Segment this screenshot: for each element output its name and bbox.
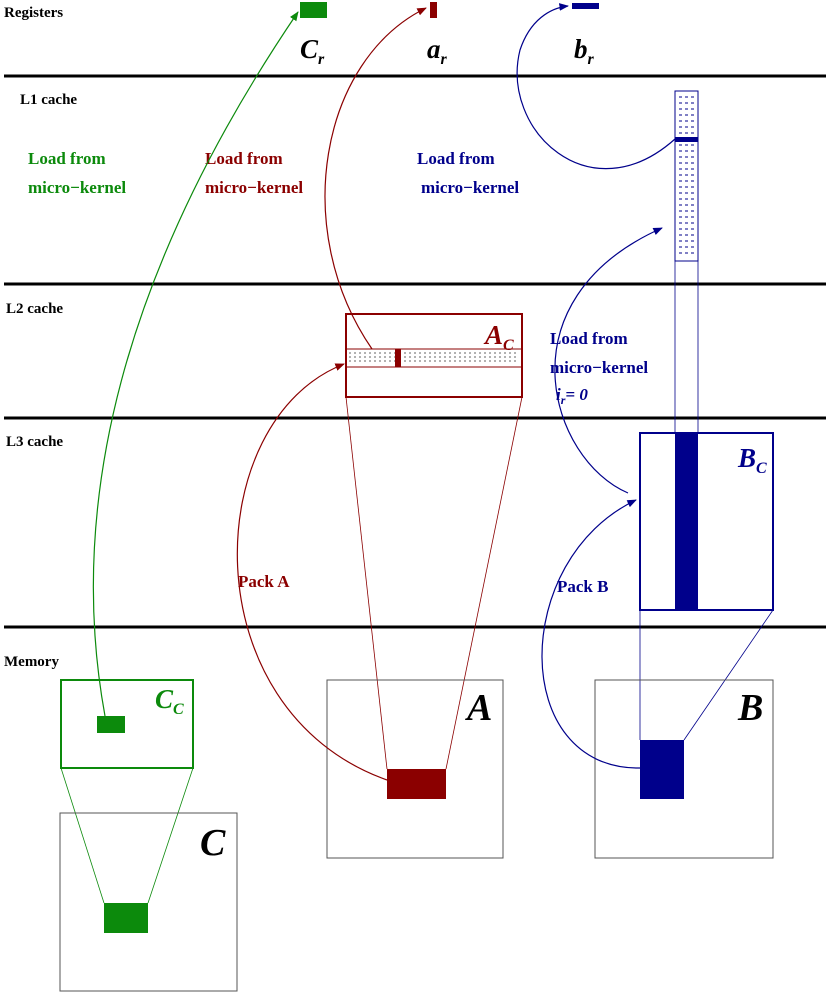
projection-bc-right [683,609,774,741]
matrix-cc [60,679,194,769]
arrow-load-bc-to-l1 [554,227,663,494]
matrix-b [594,679,774,859]
bc-label: BC [737,443,767,477]
projection-ac-right [445,396,523,770]
level-label-memory: Memory [4,654,59,670]
arrow-pack-a [236,363,388,781]
register-br [572,3,599,9]
level-label-l2: L2 cache [6,301,63,317]
level-label-l1: L1 cache [20,92,77,108]
projection-cc-left [60,767,105,904]
projection-cc-right [147,767,194,904]
arrow-pack-b [541,499,641,769]
l1-br-micro-panel [674,90,699,262]
bc-packed-block [639,432,774,611]
ac-packed-block [345,313,523,398]
level-label-registers: Registers [4,5,63,21]
annotation-pack-a: Pack A [238,572,290,591]
matrix-a [326,679,504,859]
arrow-load-ar [324,7,427,350]
arrow-load-cr [92,11,299,717]
register-cr [300,2,327,18]
arrow-load-br [516,3,676,170]
annotation-pack-b: Pack B [557,577,608,596]
b-label: B [737,687,763,729]
level-dividers [4,74,826,629]
register-ar [430,2,437,18]
register-label-cr: Cr [300,34,325,68]
register-label-br: br [574,34,595,68]
projection-ac-left [345,396,388,770]
matrix-c [59,812,238,992]
register-label-ar: ar [427,34,448,68]
a-label: A [465,687,492,729]
annotation-ir-zero: ir= 0 [556,385,588,407]
level-label-l3: L3 cache [6,434,63,450]
cc-label: CC [155,684,184,718]
c-label: C [200,822,226,864]
ac-label: AC [483,320,514,354]
